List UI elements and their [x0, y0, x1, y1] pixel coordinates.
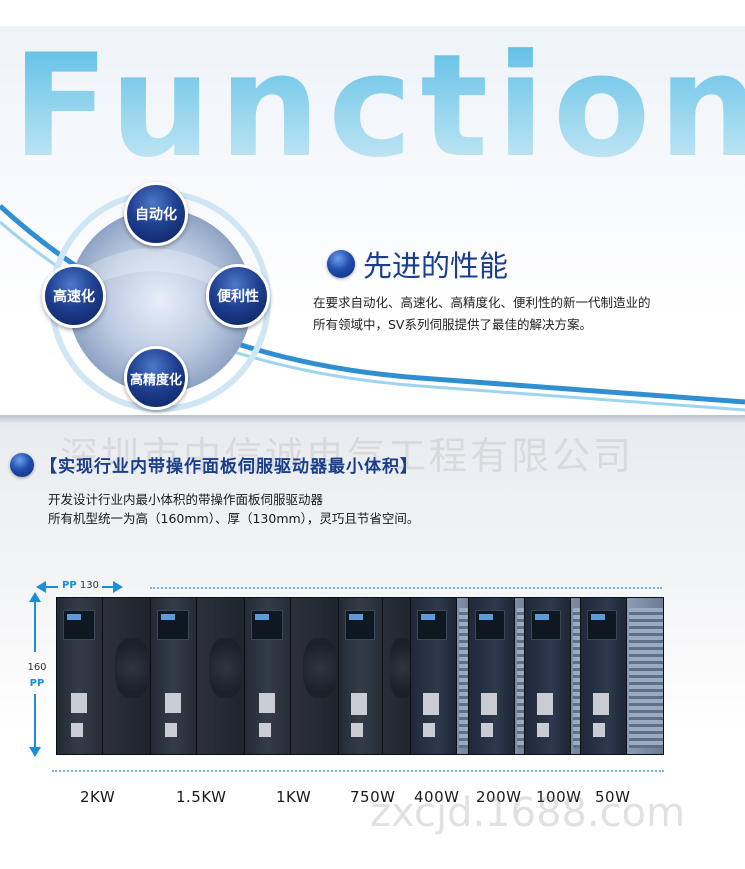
decorative-swoosh: [0, 190, 745, 412]
advantage-desc-line1: 在要求自动化、高速化、高精度化、便利性的新一代制造业的: [313, 295, 651, 310]
bubble-high-precision-label: 高精度化: [129, 372, 182, 388]
bottom-guide-line: [52, 770, 664, 772]
width-dimension-label: PP 130: [62, 580, 99, 591]
section-heading: 【实现行业内带操作面板伺服驱动器最小体积】: [10, 452, 418, 477]
spec-line1: 开发设计行业内最小体积的带操作面板伺服驱动器: [48, 492, 324, 507]
width-unit: PP: [62, 580, 77, 591]
site-watermark: zxcjd.1688.com: [370, 790, 686, 836]
height-arrow-top: [34, 600, 36, 652]
advantage-description: 在要求自动化、高速化、高精度化、便利性的新一代制造业的 所有领域中，SV系列伺服…: [313, 292, 733, 336]
bullet-orb-icon: [10, 452, 34, 477]
height-value: 160: [27, 662, 47, 673]
top-border: [0, 0, 745, 26]
height-dimension-label: 160 PP: [22, 660, 52, 692]
power-label-2kw: 2KW: [80, 788, 116, 806]
company-watermark: 深圳市中信诚电气工程有限公司: [60, 434, 635, 478]
servo-drive-50w: [580, 597, 664, 755]
spec-line2: 所有机型统一为高（160mm）、厚（130mm），灵巧且节省空间。: [48, 511, 420, 526]
advantage-title: 先进的性能: [363, 249, 509, 283]
power-label-100w: 100W: [536, 788, 582, 806]
hero-section: Function 自动化 高速化 便利性 高精度化: [0, 26, 745, 414]
section-divider: [0, 415, 745, 423]
power-label-200w: 200W: [476, 788, 522, 806]
servo-drive-2kw: [56, 597, 154, 755]
arrow-down-icon: [29, 747, 41, 757]
bubble-convenience: 便利性: [206, 264, 270, 328]
power-label-50w: 50W: [595, 788, 631, 806]
power-label-750w: 750W: [350, 788, 396, 806]
advantage-desc-line2: 所有领域中，SV系列伺服提供了最佳的解决方案。: [313, 317, 592, 332]
power-label-1kw: 1KW: [276, 788, 312, 806]
servo-drive-200w: [468, 597, 532, 755]
height-arrow-bottom: [34, 694, 36, 748]
width-arrow-right: [102, 586, 116, 588]
servo-drive-100w: [524, 597, 588, 755]
servo-drive-750w: [338, 597, 416, 755]
top-guide-line: [150, 587, 662, 589]
servo-drive-1kw: [244, 597, 344, 755]
bubble-high-speed: 高速化: [42, 264, 106, 328]
servo-drive-400w: [410, 597, 476, 755]
arrow-left-icon: [36, 581, 46, 593]
height-unit: PP: [29, 678, 45, 689]
bubble-automation-label: 自动化: [135, 207, 177, 223]
arrow-up-icon: [29, 592, 41, 602]
bullet-orb-icon: [327, 250, 355, 278]
hero-headline: Function: [12, 36, 745, 178]
power-label-400w: 400W: [414, 788, 460, 806]
width-arrow-left: [40, 586, 58, 588]
bubble-automation: 自动化: [124, 182, 188, 246]
power-label-1-5kw: 1.5KW: [176, 788, 227, 806]
section-title: 【实现行业内带操作面板伺服驱动器最小体积】: [40, 457, 418, 477]
bubble-convenience-label: 便利性: [217, 289, 259, 305]
servo-drive-1-5kw: [150, 597, 250, 755]
arrow-right-icon: [113, 581, 123, 593]
width-value: 130: [79, 580, 99, 591]
advantage-heading: 先进的性能: [327, 243, 508, 285]
bubble-high-speed-label: 高速化: [53, 289, 95, 305]
spec-description: 开发设计行业内最小体积的带操作面板伺服驱动器 所有机型统一为高（160mm）、厚…: [48, 490, 419, 528]
bubble-high-precision: 高精度化: [124, 346, 188, 410]
